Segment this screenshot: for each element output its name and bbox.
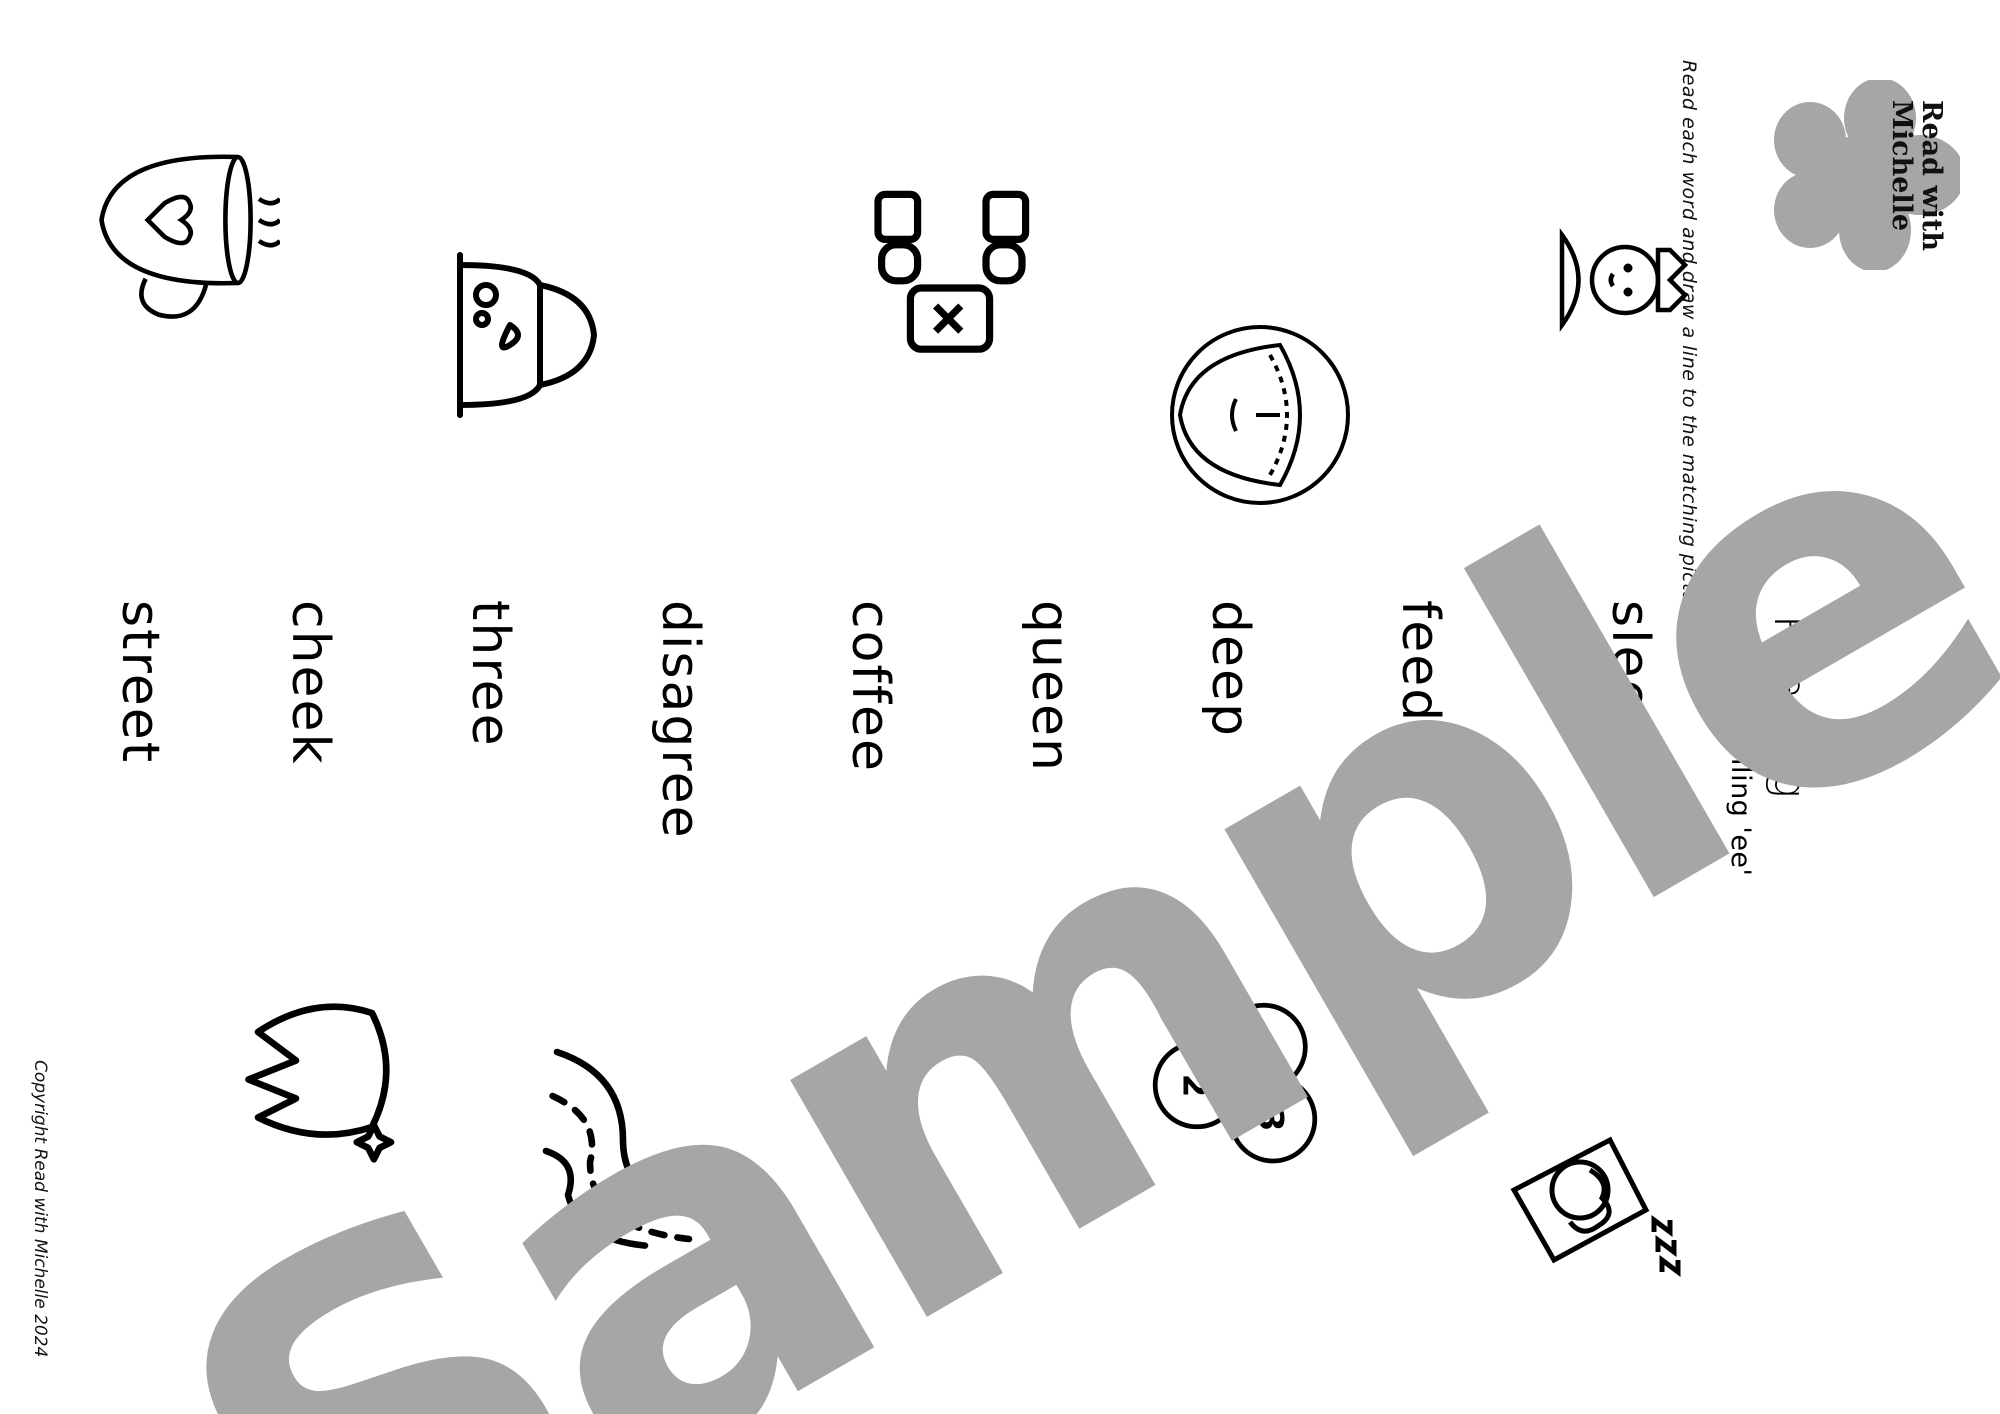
flower-icon — [1774, 80, 1960, 270]
brand-name-line2: Michelle — [1886, 100, 1917, 232]
worksheet-row: deep 1 3 2 — [1120, 0, 1350, 1414]
word-label: three — [460, 600, 520, 748]
sleeping-person-icon — [1490, 1090, 1690, 1310]
copyright-footer: Copyright Read with Michelle 2024 — [30, 1060, 50, 1358]
disagree-icon — [860, 180, 1040, 360]
worksheet-row: coffee — [760, 0, 1030, 1414]
worksheet-row: disagree — [542, 0, 750, 1414]
page-subtitle: Vowel Spelling 'ee' — [1725, 615, 1756, 877]
word-label: queen — [1020, 600, 1080, 773]
word-label: cheek — [280, 600, 340, 766]
cheek-face-icon — [1160, 315, 1360, 515]
worksheet-row: sleep — [1490, 0, 1689, 1414]
word-label: sleep — [1600, 600, 1660, 749]
brand-name-line1: Read with — [1916, 100, 1947, 251]
worksheet-row: cheek — [200, 0, 395, 1414]
page-title: Reading — [1764, 615, 1815, 800]
svg-text:2: 2 — [1175, 1074, 1215, 1098]
queen-icon — [1550, 205, 1700, 355]
svg-text:3: 3 — [1251, 1108, 1291, 1132]
word-label: street — [110, 600, 170, 765]
cat-food-bowl-icon — [430, 220, 630, 450]
three-balls-icon: 1 3 2 — [1140, 990, 1330, 1180]
worksheet-row: three — [380, 0, 598, 1414]
word-label: feed — [1390, 600, 1450, 724]
word-label: coffee — [840, 600, 900, 774]
word-label: deep — [1200, 600, 1260, 738]
winding-street-icon — [530, 1030, 760, 1250]
coffee-mug-icon — [70, 110, 282, 330]
title-block: Reading Vowel Spelling 'ee' — [1725, 615, 1815, 1175]
worksheet-row: feed — [1310, 0, 1490, 1414]
clean-tooth-icon — [220, 960, 410, 1180]
worksheet-row: street — [30, 0, 282, 1414]
brand-logo: Read with Michelle — [1760, 60, 1960, 270]
brand-name: Read with Michelle — [1886, 100, 1947, 251]
svg-text:1: 1 — [1241, 1034, 1281, 1058]
word-label: disagree — [650, 600, 710, 840]
